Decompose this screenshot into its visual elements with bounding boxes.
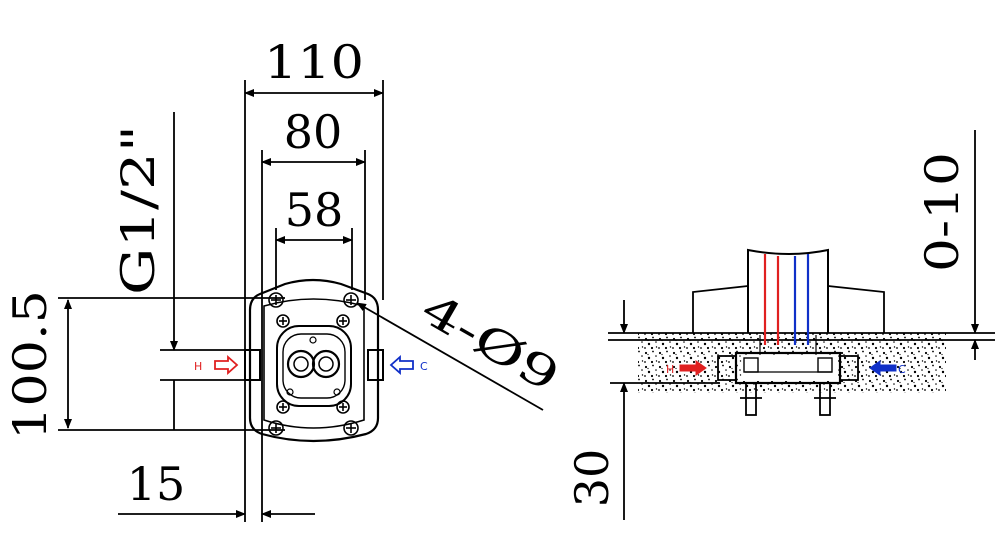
thread-label: G1/2": [111, 125, 165, 295]
side-view: H C 0-10 30: [565, 130, 995, 520]
dim-15: 15: [127, 457, 186, 511]
dim-110: 110: [264, 35, 364, 89]
dim-30: 30: [565, 449, 619, 508]
cold-label: C: [420, 360, 428, 373]
dim-80: 80: [284, 105, 343, 159]
cold-inlet-arrow: [389, 354, 414, 376]
hot-label: H: [194, 360, 202, 373]
front-view: [58, 80, 544, 522]
side-cold-arrow: [869, 360, 897, 376]
cold-pipes: [793, 254, 810, 345]
holes-label: 4-Ø9: [413, 283, 568, 402]
hot-pipes: [763, 254, 780, 345]
dim-100-5: 100.5: [3, 290, 57, 440]
dim-0-10: 0-10: [915, 152, 969, 272]
side-hot-arrow: [679, 360, 707, 376]
mounting-holes: [268, 292, 359, 436]
side-cold-label: C: [898, 363, 906, 376]
hot-inlet-arrow: [214, 354, 239, 376]
side-hot-label: H: [666, 363, 674, 376]
dim-58: 58: [285, 183, 344, 237]
